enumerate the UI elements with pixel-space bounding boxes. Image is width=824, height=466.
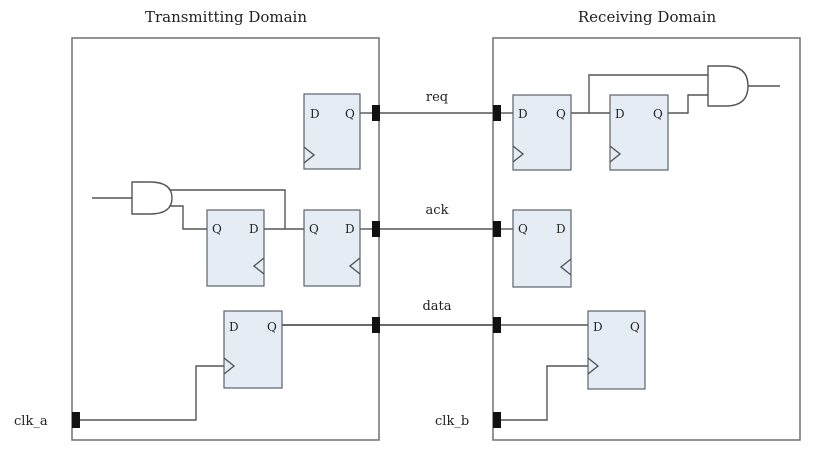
q-pin-label: Q xyxy=(630,320,640,334)
tx-req-port xyxy=(372,105,380,121)
ack-label: ack xyxy=(426,203,449,218)
clock-triangle-icon xyxy=(559,258,572,276)
q-pin-label: Q xyxy=(212,222,222,236)
d-pin-label: D xyxy=(615,107,625,121)
clock-triangle-icon xyxy=(512,145,525,163)
tx-and-input-b-wire xyxy=(168,205,207,230)
clk-a-wire xyxy=(80,365,224,421)
rx-req-flipflop-1: D Q xyxy=(512,94,572,171)
clock-triangle-icon xyxy=(303,146,316,164)
q-pin-label: Q xyxy=(518,222,528,236)
clk-b-label: clk_b xyxy=(435,414,469,429)
clk-b-wire xyxy=(500,365,588,421)
clock-triangle-icon xyxy=(609,145,622,163)
tx-data-flipflop: D Q xyxy=(223,310,283,389)
rx-and-gate xyxy=(707,65,749,107)
rx-data-port xyxy=(493,317,501,333)
clock-triangle-icon xyxy=(252,257,265,275)
rx-req-flipflop-2: D Q xyxy=(609,94,669,171)
clk-b-port xyxy=(493,412,501,428)
q-pin-label: Q xyxy=(345,107,355,121)
rx-and-input-b-wire xyxy=(668,94,708,114)
q-pin-label: Q xyxy=(556,107,566,121)
clk-a-label: clk_a xyxy=(14,414,48,429)
q-pin-label: Q xyxy=(309,222,319,236)
tx-and-input-a-wire xyxy=(168,189,286,229)
d-pin-label: D xyxy=(310,107,320,121)
clock-triangle-icon xyxy=(223,357,236,375)
rx-ack-flipflop: Q D xyxy=(512,209,572,288)
q-pin-label: Q xyxy=(653,107,663,121)
tx-ack-port xyxy=(372,221,380,237)
tx-req-flipflop: D Q xyxy=(303,93,361,170)
data-label: data xyxy=(422,299,451,314)
d-pin-label: D xyxy=(229,320,239,334)
clock-triangle-icon xyxy=(348,257,361,275)
req-label: req xyxy=(426,90,448,105)
rx-ack-port xyxy=(493,221,501,237)
tx-ack-flipflop-1: Q D xyxy=(303,209,361,287)
q-pin-label: Q xyxy=(267,320,277,334)
rx-and-input-a-wire xyxy=(588,74,708,113)
receiving-domain-title: Receiving Domain xyxy=(578,8,717,26)
d-pin-label: D xyxy=(593,320,603,334)
transmitting-domain-title: Transmitting Domain xyxy=(145,8,307,26)
clock-triangle-icon xyxy=(587,357,600,375)
rx-data-flipflop: D Q xyxy=(587,310,646,390)
d-pin-label: D xyxy=(556,222,566,236)
tx-ack-flipflop-2: Q D xyxy=(206,209,265,287)
d-pin-label: D xyxy=(249,222,259,236)
tx-data-port xyxy=(372,317,380,333)
d-pin-label: D xyxy=(518,107,528,121)
tx-and-gate xyxy=(131,181,173,215)
clk-a-port xyxy=(72,412,80,428)
d-pin-label: D xyxy=(345,222,355,236)
rx-req-port xyxy=(493,105,501,121)
